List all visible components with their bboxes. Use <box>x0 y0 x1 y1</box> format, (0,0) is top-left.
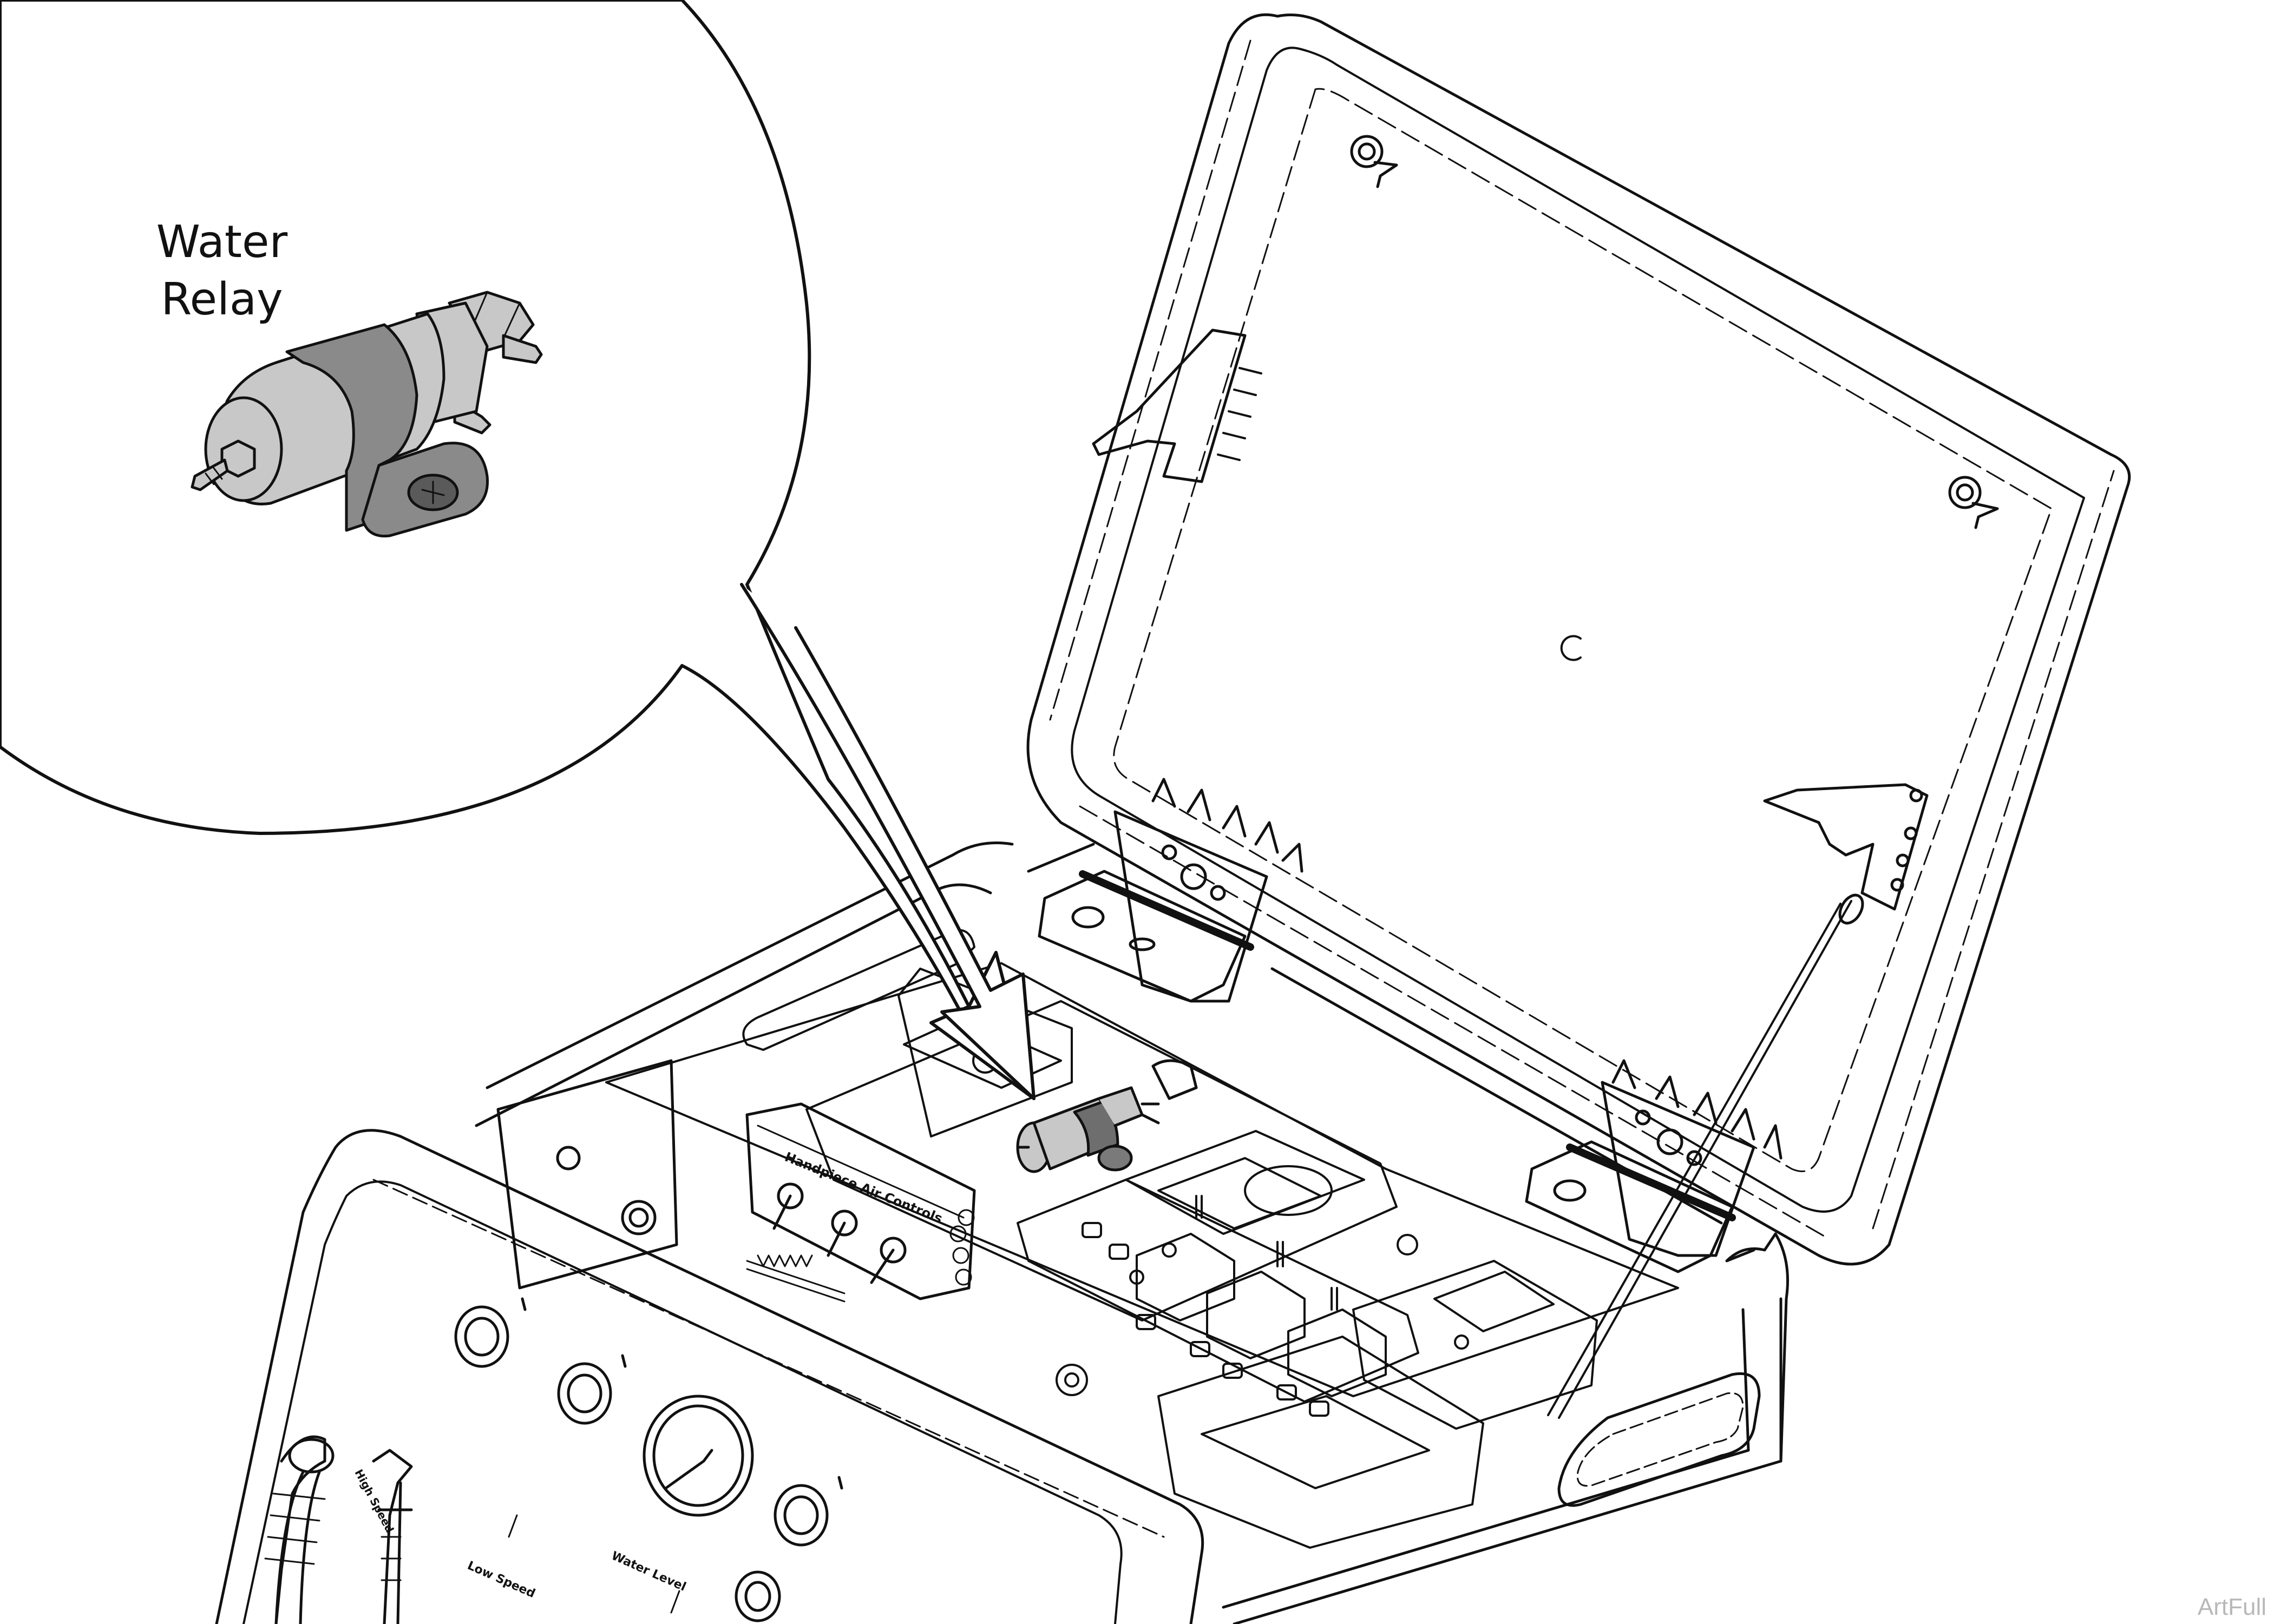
cabinet-handle-slot <box>1557 1372 1761 1507</box>
lower-mount-bracket <box>1157 1336 1484 1549</box>
fittings <box>1082 1195 1338 1417</box>
right-bracket <box>1352 1260 1598 1430</box>
knob-1-icon <box>454 1297 527 1368</box>
lid-clip-right <box>1948 476 1999 529</box>
main-mount-plate <box>805 1000 1398 1321</box>
callout-title-line-1: Water <box>156 216 288 268</box>
center-mount-frame <box>1125 1130 1365 1235</box>
cabinet-back-inner-panel <box>897 968 1073 1138</box>
cabinet-left-divider <box>496 1059 678 1290</box>
handpiece-icon <box>264 1435 335 1624</box>
knob-4-icon <box>735 1570 781 1622</box>
cabinet-handle-slot-inner <box>1576 1392 1744 1487</box>
cabinet <box>475 841 1789 1624</box>
lid-stay-bracket-right <box>1763 783 1929 911</box>
lid-outer-dashed <box>1049 40 2115 1240</box>
lid-outline <box>1026 13 2131 1266</box>
cabinet-inner-floor <box>605 962 1679 1397</box>
solenoid-bank <box>1136 1233 1387 1397</box>
pointer-arrow-icon <box>740 583 1036 1100</box>
knob-3-icon <box>774 1476 843 1547</box>
lid-clip-left <box>1350 135 1398 188</box>
front-panel-inner <box>243 1180 1123 1624</box>
lid-inner-dashed <box>1113 88 2053 1172</box>
label-low-speed: Low Speed <box>466 1559 538 1601</box>
panel-fittings <box>949 1209 975 1286</box>
label-water-level: Water Level <box>610 1549 688 1594</box>
hinge-left <box>1038 778 1303 1003</box>
gauge-icon <box>643 1395 754 1517</box>
toggle-switches <box>772 1182 907 1284</box>
callout-title-line-2: Relay <box>161 274 283 325</box>
lid-stay-bracket-left <box>1092 328 1247 483</box>
front-control-panel: Low Speed Water Level High Speed <box>215 1129 1204 1624</box>
lid-mark <box>1560 635 1582 661</box>
label-handpiece-air-controls: Handpiece Air Controls <box>783 1149 945 1227</box>
callout-title: Water Relay <box>81 214 363 328</box>
lid-rim <box>1071 47 2085 1213</box>
front-panel-outline <box>215 1129 1204 1624</box>
relay-inlet-barb <box>191 458 229 491</box>
water-relay-in-place <box>1016 1059 1198 1173</box>
interior-components <box>805 1000 1598 1549</box>
water-relay-icon <box>191 291 543 538</box>
fan-outline <box>1244 1165 1333 1216</box>
relay-barb-top <box>502 334 543 364</box>
watermark: ArtFull <box>2197 1594 2266 1620</box>
callout-bubble <box>0 0 1036 1100</box>
lid <box>1026 13 2131 1266</box>
cabinet-top-rim <box>486 841 1789 1463</box>
knob-2-icon <box>557 1354 627 1425</box>
cabinet-right-wall <box>1222 1297 1782 1624</box>
handpiece-2-icon <box>372 1449 413 1624</box>
lid-stay-teeth-left <box>1217 367 1262 461</box>
